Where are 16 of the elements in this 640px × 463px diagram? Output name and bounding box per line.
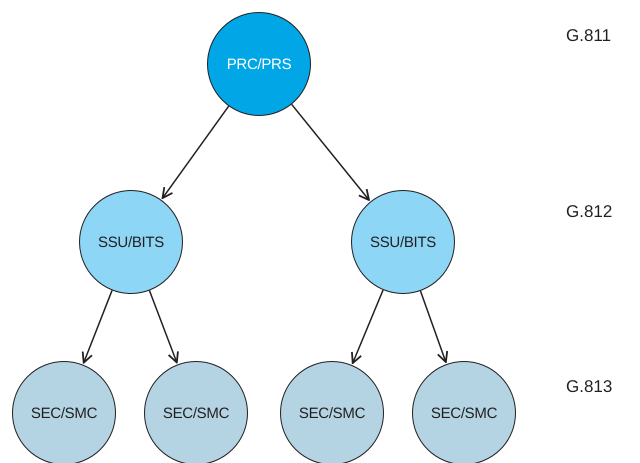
standard-label: G.812 (566, 202, 612, 222)
arrow (148, 290, 179, 364)
node-label: SSU/BITS (98, 234, 164, 250)
node-label: SEC/SMC (430, 404, 498, 422)
arrow (291, 104, 370, 201)
arrow (82, 290, 113, 364)
node-label: SEC/SMC (162, 404, 230, 422)
node-label: SSU/BITS (370, 234, 436, 250)
node-label: PRC/PRS (226, 56, 292, 72)
node-label: SEC/SMC (298, 404, 366, 422)
arrow (162, 106, 230, 200)
arrow (420, 290, 448, 364)
standard-label: G.811 (566, 26, 612, 46)
node-label: SEC/SMC (30, 404, 98, 422)
standard-label: G.813 (566, 377, 612, 397)
arrow (351, 290, 384, 364)
